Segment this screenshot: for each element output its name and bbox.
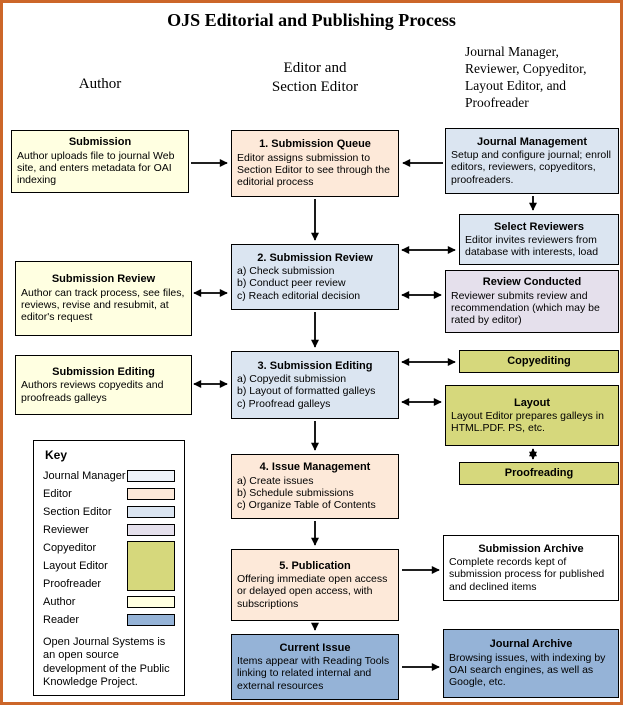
box-submission-body: Author uploads file to journal Web site,… — [17, 149, 175, 187]
legend-note: Open Journal Systems is an open source d… — [43, 636, 170, 689]
box-issue-management-body: a) Create issues b) Schedule submissions… — [237, 474, 376, 512]
box-select-reviewers-body: Editor invites reviewers from database w… — [465, 233, 599, 259]
column-header-editor-section-editor: Editor and Section Editor — [271, 60, 359, 95]
box-submission: Submission Author uploads file to journa… — [11, 130, 189, 193]
legend-row-reader: Reader — [43, 611, 175, 629]
legend-swatch-reader — [127, 614, 175, 626]
legend-label-reviewer: Reviewer — [43, 524, 89, 536]
box-submission-queue-body: Editor assigns submission to Section Edi… — [237, 151, 390, 189]
legend-label-author: Author — [43, 596, 76, 608]
box-submission-archive-body: Complete records kept of submission proc… — [449, 556, 605, 593]
box-submission-queue: 1. Submission Queue Editor assigns submi… — [231, 130, 399, 197]
box-submission-queue-title: 1. Submission Queue — [259, 138, 371, 151]
box-journal-archive-body: Browsing issues, with indexing by OAI se… — [449, 651, 606, 689]
legend-swatch-author — [127, 596, 175, 608]
box-publication-body: Offering immediate open access or delaye… — [237, 573, 388, 610]
box-journal-archive: Journal Archive Browsing issues, with in… — [443, 629, 619, 698]
legend-label-journal-manager: Journal Manager — [43, 470, 126, 482]
box-submission-review-author-title: Submission Review — [51, 273, 156, 286]
box-layout: Layout Layout Editor prepares galleys in… — [445, 385, 619, 446]
legend-row-reviewer: Reviewer — [43, 521, 175, 539]
legend-row-journal-manager: Journal Manager — [43, 467, 175, 485]
box-current-issue-body: Items appear with Reading Tools linking … — [237, 655, 390, 692]
box-submission-editing-author-body: Authors reviews copyedits and proofreads… — [21, 379, 164, 404]
legend-swatch-editor — [127, 488, 175, 500]
box-review-conducted-body: Reviewer submits review and recommendati… — [451, 289, 600, 327]
box-copyediting: Copyediting — [459, 350, 619, 373]
column-header-staff-roles: Journal Manager, Reviewer, Copyeditor, L… — [465, 44, 587, 110]
box-publication-title: 5. Publication — [279, 559, 351, 572]
legend-key: Key Journal Manager Editor Section Edito… — [33, 440, 185, 696]
box-review-conducted-title: Review Conducted — [482, 276, 582, 289]
box-submission-review: 2. Submission Review a) Check submission… — [231, 244, 399, 310]
legend-label-section-editor: Section Editor — [43, 506, 112, 518]
box-submission-editing-title: 3. Submission Editing — [257, 359, 373, 372]
box-journal-management: Journal Management Setup and configure j… — [445, 128, 619, 194]
box-submission-editing-body: a) Copyedit submission b) Layout of form… — [237, 373, 376, 410]
legend-label-copyeditor: Copyeditor — [43, 542, 97, 554]
box-journal-management-title: Journal Management — [476, 135, 588, 148]
box-select-reviewers-title: Select Reviewers — [494, 220, 584, 233]
box-current-issue: Current Issue Items appear with Reading … — [231, 634, 399, 700]
legend-label-editor: Editor — [43, 488, 72, 500]
box-submission-editing: 3. Submission Editing a) Copyedit submis… — [231, 351, 399, 419]
box-copyediting-title: Copyediting — [507, 354, 571, 367]
diagram-title: OJS Editorial and Publishing Process — [167, 10, 456, 30]
box-select-reviewers: Select Reviewers Editor invites reviewer… — [459, 214, 619, 265]
legend-swatch-reviewer — [127, 524, 175, 536]
box-issue-management-title: 4. Issue Management — [259, 461, 371, 474]
box-submission-review-author-body: Author can track process, see files, rev… — [21, 286, 185, 324]
box-current-issue-title: Current Issue — [279, 641, 351, 654]
box-submission-archive-title: Submission Archive — [478, 542, 584, 555]
legend-label-reader: Reader — [43, 614, 80, 626]
box-proofreading: Proofreading — [459, 462, 619, 485]
box-submission-archive: Submission Archive Complete records kept… — [443, 535, 619, 601]
legend-swatch-editing-roles — [127, 541, 175, 591]
legend-row-author: Author — [43, 593, 175, 611]
legend-swatch-journal-manager — [127, 470, 175, 482]
legend-group-editing-roles: Copyeditor Layout Editor Proofreader — [43, 539, 175, 593]
box-journal-archive-title: Journal Archive — [489, 638, 573, 651]
box-journal-management-body: Setup and configure journal; enroll edit… — [451, 149, 611, 186]
box-submission-review-body: a) Check submission b) Conduct peer revi… — [237, 265, 361, 302]
legend-row-section-editor: Section Editor — [43, 503, 175, 521]
legend-row-editor: Editor — [43, 485, 175, 503]
box-review-conducted: Review Conducted Reviewer submits review… — [445, 270, 619, 333]
box-proofreading-title: Proofreading — [504, 466, 574, 479]
box-submission-title: Submission — [68, 136, 132, 149]
legend-label-layout-editor: Layout Editor — [43, 560, 108, 572]
legend-title: Key — [45, 448, 68, 462]
legend-swatch-section-editor — [127, 506, 175, 518]
column-header-author: Author — [78, 76, 122, 92]
box-submission-editing-author-title: Submission Editing — [52, 366, 155, 379]
legend-group-labels: Copyeditor Layout Editor Proofreader — [43, 539, 108, 593]
box-submission-review-author: Submission Review Author can track proce… — [15, 261, 192, 336]
box-publication: 5. Publication Offering immediate open a… — [231, 549, 399, 621]
legend-label-proofreader: Proofreader — [43, 578, 102, 590]
box-layout-body: Layout Editor prepares galleys in HTML.P… — [451, 409, 604, 435]
box-issue-management: 4. Issue Management a) Create issues b) … — [231, 454, 399, 519]
box-submission-review-title: 2. Submission Review — [257, 251, 373, 264]
box-submission-editing-author: Submission Editing Authors reviews copye… — [15, 355, 192, 415]
box-layout-title: Layout — [513, 396, 551, 409]
